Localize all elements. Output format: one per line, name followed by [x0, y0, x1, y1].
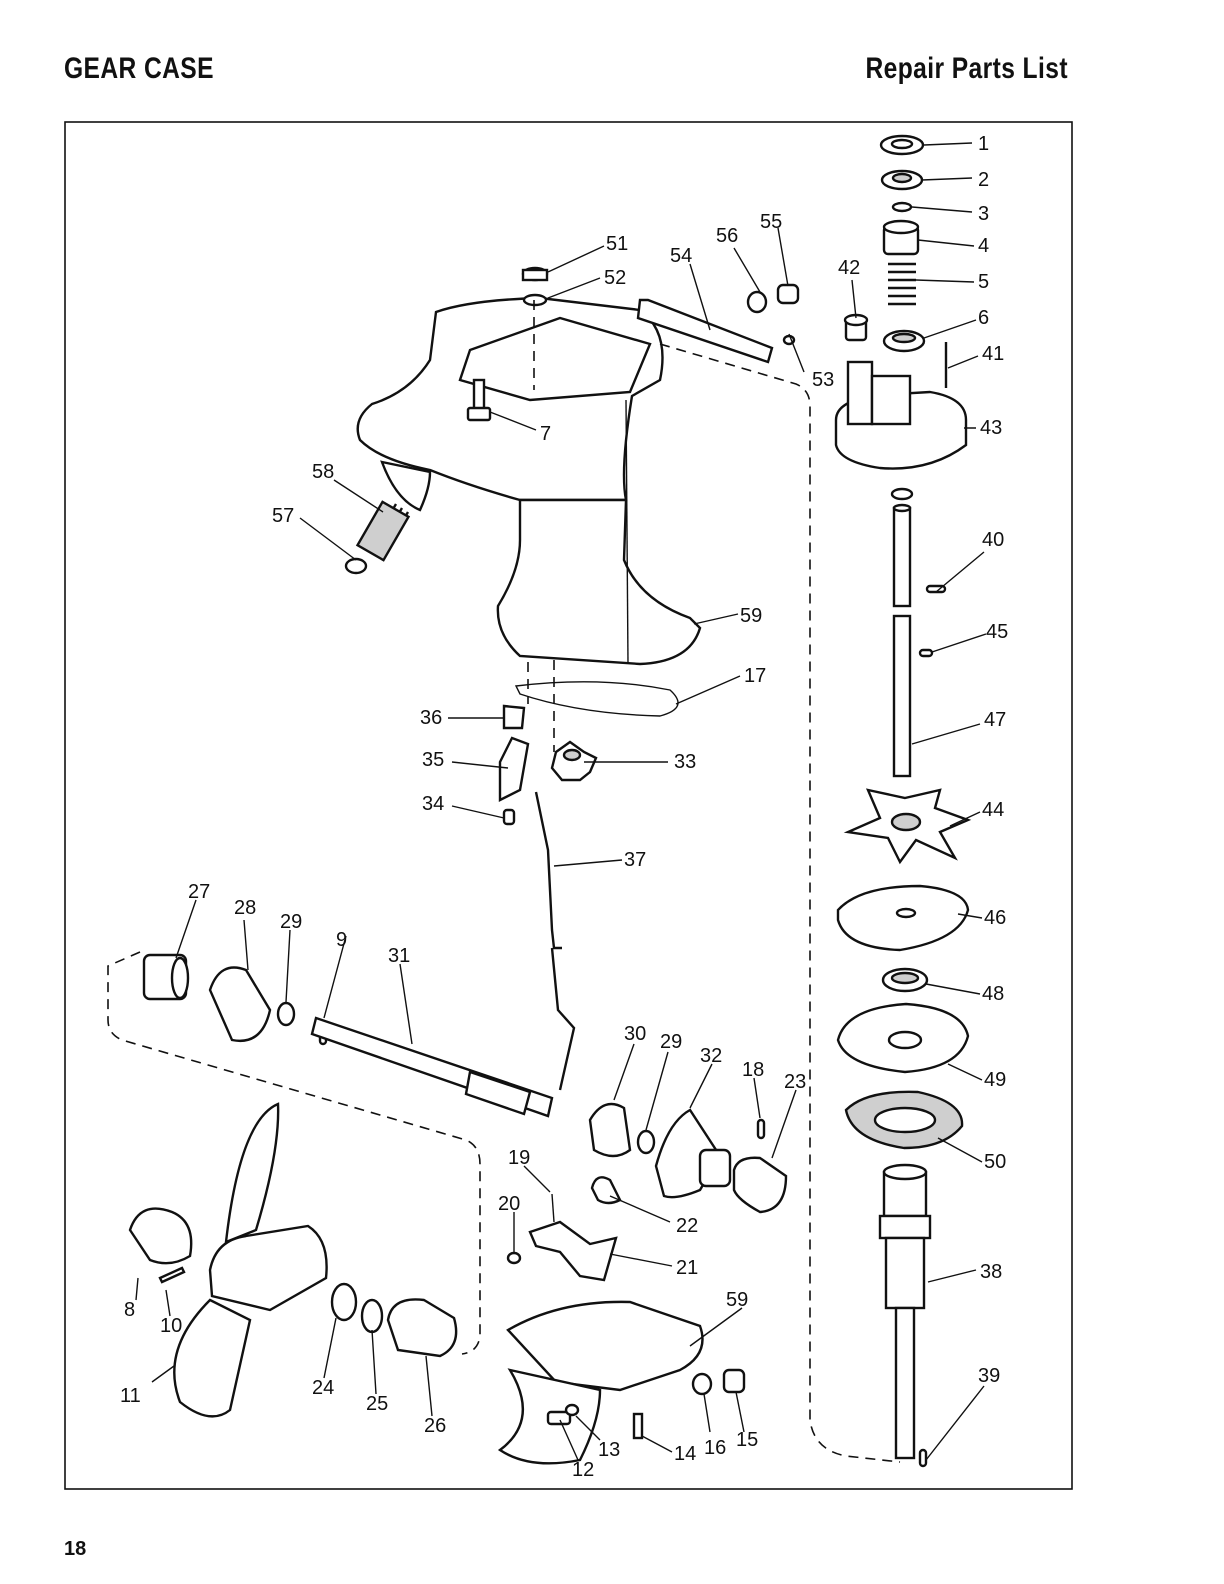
callout-28: 28 [234, 897, 256, 919]
callout-18: 18 [742, 1059, 764, 1081]
callout-23: 23 [784, 1071, 806, 1093]
callout-50: 50 [984, 1151, 1006, 1173]
callout-52: 52 [604, 267, 626, 289]
callout-41: 41 [982, 343, 1004, 365]
callout-46: 46 [984, 907, 1006, 929]
callout-59b: 59 [726, 1289, 748, 1311]
callout-21: 21 [676, 1257, 698, 1279]
callout-11: 11 [120, 1385, 141, 1407]
callout-31: 31 [388, 945, 410, 967]
callout-59a: 59 [740, 605, 762, 627]
callout-9: 9 [336, 929, 347, 951]
callout-38: 38 [980, 1261, 1002, 1283]
callout-56: 56 [716, 225, 738, 247]
callout-10: 10 [160, 1315, 182, 1337]
callout-57: 57 [272, 505, 294, 527]
callout-25: 25 [366, 1393, 388, 1415]
callout-22: 22 [676, 1215, 698, 1237]
callout-6: 6 [978, 307, 989, 329]
callout-39: 39 [978, 1365, 1000, 1387]
callout-4: 4 [978, 235, 989, 257]
callout-48: 48 [982, 983, 1004, 1005]
callout-14: 14 [674, 1443, 696, 1465]
callout-43: 43 [980, 417, 1002, 439]
callout-29b: 29 [660, 1031, 682, 1053]
callout-24: 24 [312, 1377, 334, 1399]
callout-16: 16 [704, 1437, 726, 1459]
callout-19: 19 [508, 1147, 530, 1169]
upper-gear-case [346, 268, 798, 664]
callout-34: 34 [422, 793, 444, 815]
propeller-and-lower-housing [130, 1104, 744, 1463]
callout-35: 35 [422, 749, 444, 771]
callout-17: 17 [744, 665, 766, 687]
callout-29a: 29 [280, 911, 302, 933]
callout-26: 26 [424, 1415, 446, 1437]
water-pump-stack [836, 136, 968, 1466]
callout-8: 8 [124, 1299, 135, 1321]
callout-37: 37 [624, 849, 646, 871]
callout-1: 1 [978, 133, 989, 155]
callout-36: 36 [420, 707, 442, 729]
callout-20: 20 [498, 1193, 520, 1215]
callout-45: 45 [986, 621, 1008, 643]
callout-33: 33 [674, 751, 696, 773]
callout-44: 44 [982, 799, 1004, 821]
callout-40: 40 [982, 529, 1004, 551]
callout-2: 2 [978, 169, 989, 191]
callout-7: 7 [540, 423, 551, 445]
callout-58: 58 [312, 461, 334, 483]
callout-5: 5 [978, 271, 989, 293]
callout-49: 49 [984, 1069, 1006, 1091]
callout-54: 54 [670, 245, 692, 267]
shift-linkage [500, 682, 678, 1090]
callout-53: 53 [812, 369, 834, 391]
callout-32: 32 [700, 1045, 722, 1067]
callout-30: 30 [624, 1023, 646, 1045]
callout-55: 55 [760, 211, 782, 233]
callout-13: 13 [598, 1439, 620, 1461]
callout-47: 47 [984, 709, 1006, 731]
callout-15: 15 [736, 1429, 758, 1451]
callout-3: 3 [978, 203, 989, 225]
callout-12: 12 [572, 1459, 594, 1481]
callout-27: 27 [188, 881, 210, 903]
callout-51: 51 [606, 233, 628, 255]
callout-42: 42 [838, 257, 860, 279]
